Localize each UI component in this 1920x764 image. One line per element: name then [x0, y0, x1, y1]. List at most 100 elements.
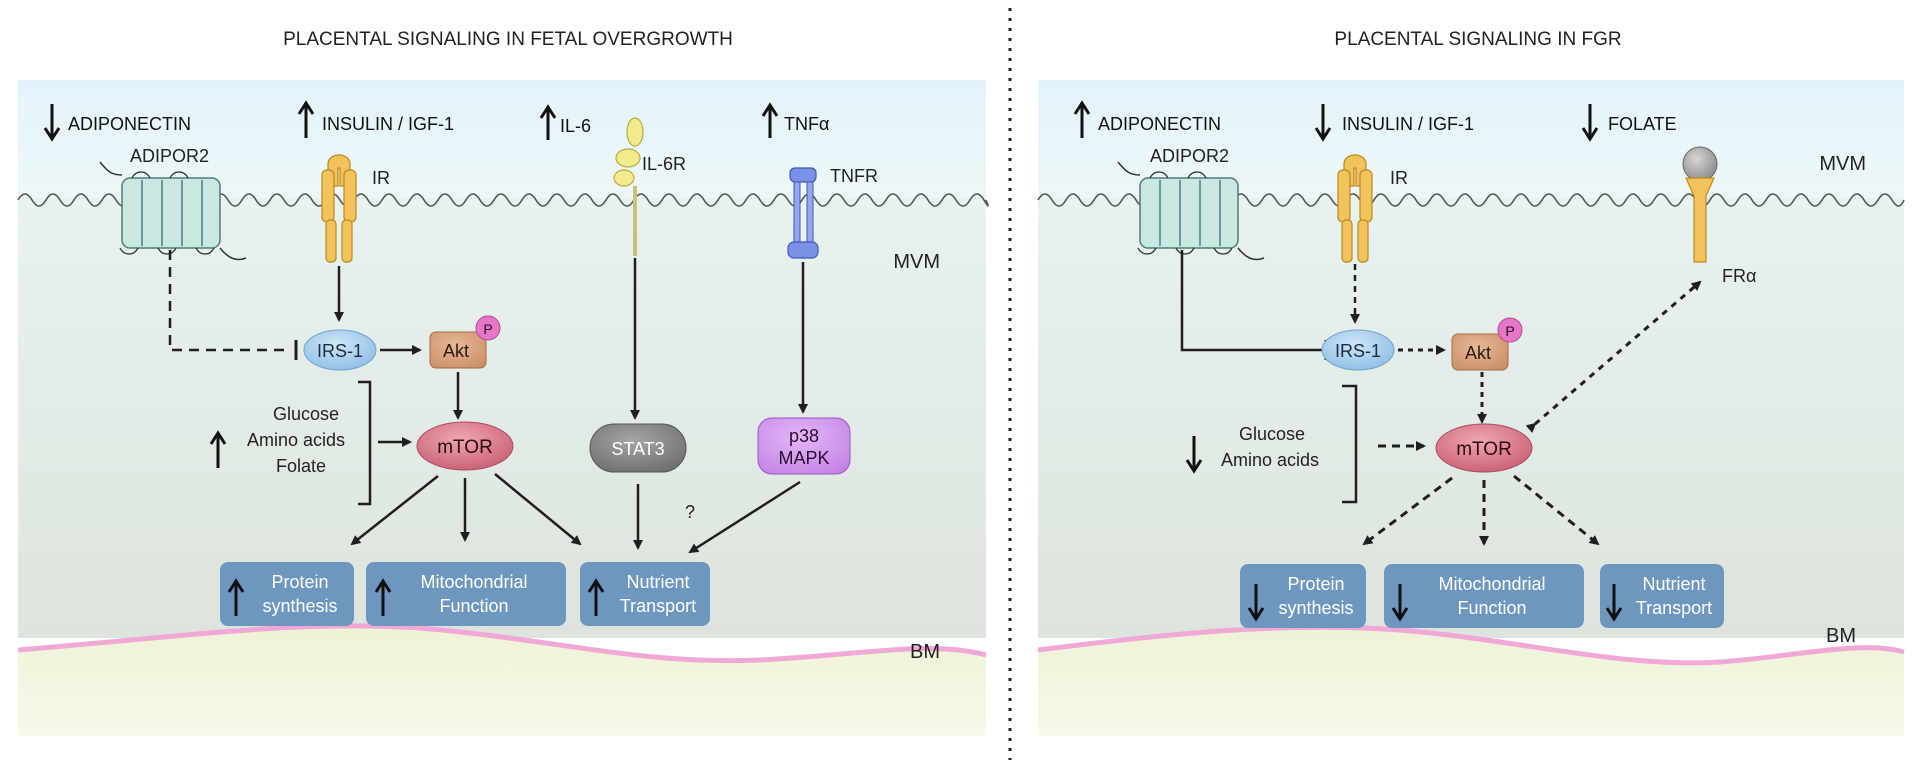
bm-label: BM [910, 641, 940, 663]
p38-to-transport-arrow [688, 480, 801, 554]
left-panel: PLACENTAL SIGNALING IN FETAL OVERGROWTH … [17, 29, 989, 736]
adipor2-inhibition-line [1180, 250, 1322, 352]
mtor-to-transport-arrow [1513, 474, 1600, 546]
basement-membrane [17, 623, 987, 664]
up-arrow-icon [297, 100, 315, 138]
irs1-node [303, 329, 377, 371]
mtor-fra-bidirectional-arrow [1525, 280, 1702, 434]
ir-label: IR [1390, 168, 1408, 188]
down-arrow-icon [1391, 584, 1409, 622]
svg-text:Nutrient: Nutrient [1642, 574, 1705, 594]
phosphate-label: P [483, 321, 492, 337]
akt-node [1451, 333, 1509, 371]
phosphate-label: P [1505, 323, 1514, 339]
il6-label: IL-6 [560, 116, 591, 136]
output-mitochondrial-function: Mitochondrial Function [1384, 564, 1584, 628]
output-protein-synthesis: Protein synthesis [1240, 564, 1366, 628]
svg-text:Nutrient: Nutrient [626, 572, 689, 592]
phosphate-icon [1497, 317, 1523, 343]
mtor-label: mTOR [437, 437, 493, 458]
akt-node [429, 331, 487, 369]
nutrient-amino-acids: Amino acids [247, 430, 345, 450]
right-panel-title: PLACENTAL SIGNALING IN FGR [1334, 29, 1621, 50]
mtor-to-protein-arrow [1362, 476, 1453, 546]
output-mitochondrial-function: Mitochondrial Function [366, 562, 566, 626]
adipor2-label: ADIPOR2 [1150, 146, 1229, 166]
svg-text:synthesis: synthesis [262, 596, 337, 616]
stat3-node [589, 423, 687, 473]
mtor-node [1435, 423, 1533, 473]
down-arrow-icon [1314, 104, 1332, 142]
down-arrow-icon [43, 104, 61, 142]
svg-text:Transport: Transport [1636, 598, 1712, 618]
svg-text:Mitochondrial: Mitochondrial [420, 572, 527, 592]
mapk-label: MAPK [778, 448, 829, 468]
svg-text:synthesis: synthesis [1278, 598, 1353, 618]
p38-mapk-node [757, 417, 851, 475]
insulin-label: INSULIN / IGF-1 [322, 114, 454, 134]
il6-receptor-icon [613, 117, 644, 256]
up-arrow-icon [227, 578, 245, 616]
irs1-label: IRS-1 [1335, 341, 1381, 361]
akt-label: Akt [1465, 343, 1491, 363]
nutrient-glucose: Glucose [1239, 424, 1305, 444]
up-arrow-icon [209, 430, 227, 468]
svg-text:Function: Function [1457, 598, 1526, 618]
unknown-link-mark: ? [685, 502, 695, 522]
svg-text:Protein: Protein [271, 572, 328, 592]
adiponectin-label: ADIPONECTIN [68, 114, 191, 134]
fra-label: FRα [1722, 266, 1756, 286]
basal-space [1038, 627, 1904, 736]
adipor2-label: ADIPOR2 [130, 146, 209, 166]
tnfa-label: TNFα [784, 114, 829, 134]
up-arrow-icon [374, 578, 392, 616]
mvm-label: MVM [893, 251, 940, 273]
up-arrow-icon [587, 578, 605, 616]
nutrients-bracket [358, 380, 372, 506]
stat3-label: STAT3 [611, 439, 664, 459]
mtor-label: mTOR [1456, 439, 1512, 460]
adipor2-receptor-icon [99, 161, 247, 261]
output-nutrient-transport: Nutrient Transport [580, 562, 710, 626]
phosphate-icon [475, 315, 501, 341]
insulin-receptor-icon [321, 154, 357, 263]
il6r-label: IL-6R [642, 154, 686, 174]
tnf-receptor-icon [787, 167, 819, 259]
p38-label: p38 [789, 426, 819, 446]
adipor2-inhibition-line [168, 250, 290, 352]
up-arrow-icon [539, 104, 557, 140]
down-arrow-icon [1247, 584, 1265, 622]
irs1-label: IRS-1 [317, 341, 363, 361]
akt-label: Akt [443, 341, 469, 361]
up-arrow-icon [1073, 100, 1091, 138]
bm-label: BM [1826, 625, 1856, 647]
down-arrow-icon [1605, 584, 1623, 622]
nutrient-amino-acids: Amino acids [1221, 450, 1319, 470]
output-protein-synthesis: Protein synthesis [220, 562, 354, 626]
right-panel: PLACENTAL SIGNALING IN FGR MVM BM ADIPON… [1037, 29, 1905, 736]
nutrients-bracket [1342, 384, 1358, 504]
svg-text:Protein: Protein [1287, 574, 1344, 594]
svg-text:Transport: Transport [620, 596, 696, 616]
up-arrow-icon [761, 102, 779, 138]
nutrient-folate: Folate [276, 456, 326, 476]
insulin-receptor-icon [1337, 154, 1373, 263]
ir-label: IR [372, 168, 390, 188]
svg-text:Function: Function [439, 596, 508, 616]
adiponectin-label: ADIPONECTIN [1098, 114, 1221, 134]
tnfr-label: TNFR [830, 166, 878, 186]
mtor-node [416, 421, 514, 471]
svg-text:Mitochondrial: Mitochondrial [1438, 574, 1545, 594]
mtor-to-protein-arrow [350, 475, 439, 546]
output-nutrient-transport: Nutrient Transport [1600, 564, 1724, 628]
insulin-label: INSULIN / IGF-1 [1342, 114, 1474, 134]
mtor-to-transport-arrow [494, 473, 582, 546]
adipor2-receptor-icon [1117, 161, 1265, 261]
nutrient-glucose: Glucose [273, 404, 339, 424]
basement-membrane [1037, 624, 1905, 666]
left-panel-title: PLACENTAL SIGNALING IN FETAL OVERGROWTH [283, 29, 733, 50]
folate-receptor-icon [1682, 146, 1718, 263]
folate-label: FOLATE [1608, 114, 1677, 134]
irs1-node [1321, 329, 1395, 371]
